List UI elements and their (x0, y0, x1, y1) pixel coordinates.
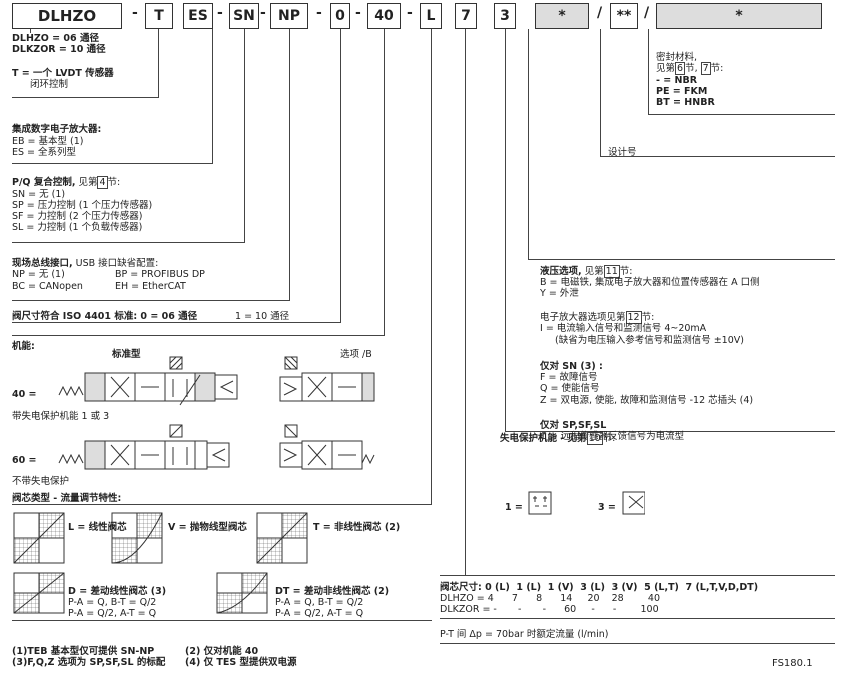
seal-hnbr: BT = HNBR (656, 97, 715, 108)
valve-size: 阀尺寸符合 ISO 4401 标准: 0 = 06 通径 (12, 311, 198, 322)
code-star2: ** (610, 3, 638, 29)
seal-nbr: - = NBR (656, 75, 698, 86)
code-7: 7 (455, 3, 477, 29)
functions-title: 机能: (12, 341, 35, 352)
spool-dt: DT = 差动非线性阀芯 (2) (275, 586, 390, 597)
t-option: T = 一个 LVDT 传感器 (12, 68, 114, 79)
spool-size-dlhzo: DLHZO = 4 7 8 14 20 28 40 (440, 593, 660, 604)
sn-f: F = 故障信号 (540, 372, 598, 383)
failsafe-symbols (528, 491, 645, 515)
amp-title: 集成数字电子放大器: (12, 124, 102, 135)
pq-sn: SN = 无 (1) (12, 189, 66, 200)
hyd-y: Y = 外泄 (540, 288, 579, 299)
footnote-1: (1)TEB 基本型仅可提供 SN-NP (12, 646, 155, 657)
valve-symbols (58, 356, 375, 470)
model-06: DLHZO = 06 通径 (12, 33, 99, 44)
bus-bc: BC = CANopen (12, 281, 83, 292)
code-np: NP (270, 3, 308, 29)
spool-graphs (13, 512, 308, 614)
code-es: ES (183, 3, 213, 29)
amp-eb: EB = 基本型 (1) (12, 136, 84, 147)
sn-title: 仅对 SN (3) : (540, 361, 603, 372)
spool-size-header: 阀芯尺寸: 0 (L) 1 (L) 1 (V) 3 (L) 3 (V) 5 (L… (440, 582, 759, 593)
pq-sl: SL = 力控制 (1 个负载传感器) (12, 222, 143, 233)
code-t: T (145, 3, 173, 29)
sep: - (132, 5, 138, 21)
footnote-2: (2) 仅对机能 40 (185, 646, 259, 657)
failsafe-1: 1 = (505, 502, 523, 513)
sep: - (316, 5, 322, 21)
function-60-note: 不带失电保护 (12, 476, 70, 487)
code-40: 40 (367, 3, 401, 29)
sep: - (260, 5, 266, 21)
design-number: 设计号 (608, 147, 637, 158)
bus-eh: EH = EtherCAT (115, 281, 186, 292)
spool-dt-1: P-A = Q, B-T = Q/2 (275, 597, 364, 608)
code-star1: * (535, 3, 589, 29)
bus-title: 现场总线接口, USB 接口缺省配置: (12, 258, 159, 269)
spsf-c: C = 远程传感器反馈信号为电流型 (540, 431, 685, 442)
code-sn: SN (229, 3, 259, 29)
amp-es: ES = 全系列型 (12, 147, 77, 158)
sep: / (644, 5, 650, 21)
sep: - (217, 5, 223, 21)
functions-optb: 选项 /B (340, 349, 372, 360)
function-40: 40 = (12, 389, 37, 400)
spsf-title: 仅对 SP,SF,SL (540, 420, 607, 431)
sep: - (407, 5, 413, 21)
spool-d-2: P-A = Q/2, A-T = Q (68, 608, 157, 619)
spool-d-1: P-A = Q, B-T = Q/2 (68, 597, 157, 608)
spool-title: 阀芯类型 - 流量调节特性: (12, 493, 122, 504)
pq-sf: SF = 力控制 (2 个压力传感器) (12, 211, 143, 222)
spool-size-dlkzor: DLKZOR = - - - 60 - - 100 (440, 604, 659, 615)
sn-z: Z = 双电源, 使能, 故障和监测信号 -12 芯插头 (4) (540, 395, 754, 406)
seal-fkm: PE = FKM (656, 86, 708, 97)
code-star3: * (656, 3, 822, 29)
seal-title: 密封材料, (656, 52, 698, 63)
hyd-b: B = 电磁铁, 集成电子放大器和位置传感器在 A 口侧 (540, 277, 760, 288)
failsafe-3: 3 = (598, 502, 616, 513)
spool-d: D = 差动线性阀芯 (3) (68, 586, 167, 597)
spool-t: T = 非线性阀芯 (2) (313, 522, 401, 533)
pq-sp: SP = 压力控制 (1 个压力传感器) (12, 200, 153, 211)
doc-code: FS180.1 (772, 658, 813, 669)
elec-i2: (缺省为电压输入参考信号和监测信号 ±10V) (555, 335, 744, 346)
t-option-desc: 闭环控制 (30, 79, 69, 90)
model-10: DLKZOR = 10 通径 (12, 44, 106, 55)
spool-v: V = 抛物线型阀芯 (168, 522, 247, 533)
footnote-3: (3)F,Q,Z 选项为 SP,SF,SL 的标配 (12, 657, 166, 668)
code-0: 0 (330, 3, 350, 29)
sep: - (355, 5, 361, 21)
spool-l: L = 线性阀芯 (68, 522, 127, 533)
function-60: 60 = (12, 455, 37, 466)
function-40-note: 带失电保护机能 1 或 3 (12, 411, 110, 422)
spool-size-note: P-T 间 Δp = 70bar 时额定流量 (l/min) (440, 629, 609, 640)
footnote-4: (4) 仅 TES 型提供双电源 (185, 657, 297, 668)
bus-bp: BP = PROFIBUS DP (115, 269, 205, 280)
code-dlhzo: DLHZO (12, 3, 122, 29)
functions-std: 标准型 (112, 349, 141, 360)
valve-size-10: 1 = 10 通径 (235, 311, 290, 322)
spool-dt-2: P-A = Q/2, A-T = Q (275, 608, 364, 619)
code-l: L (420, 3, 442, 29)
sn-q: Q = 使能信号 (540, 383, 600, 394)
elec-i: I = 电流输入信号和监测信号 4~20mA (540, 323, 707, 334)
bus-np: NP = 无 (1) (12, 269, 65, 280)
sep: / (597, 5, 603, 21)
code-3: 3 (494, 3, 516, 29)
